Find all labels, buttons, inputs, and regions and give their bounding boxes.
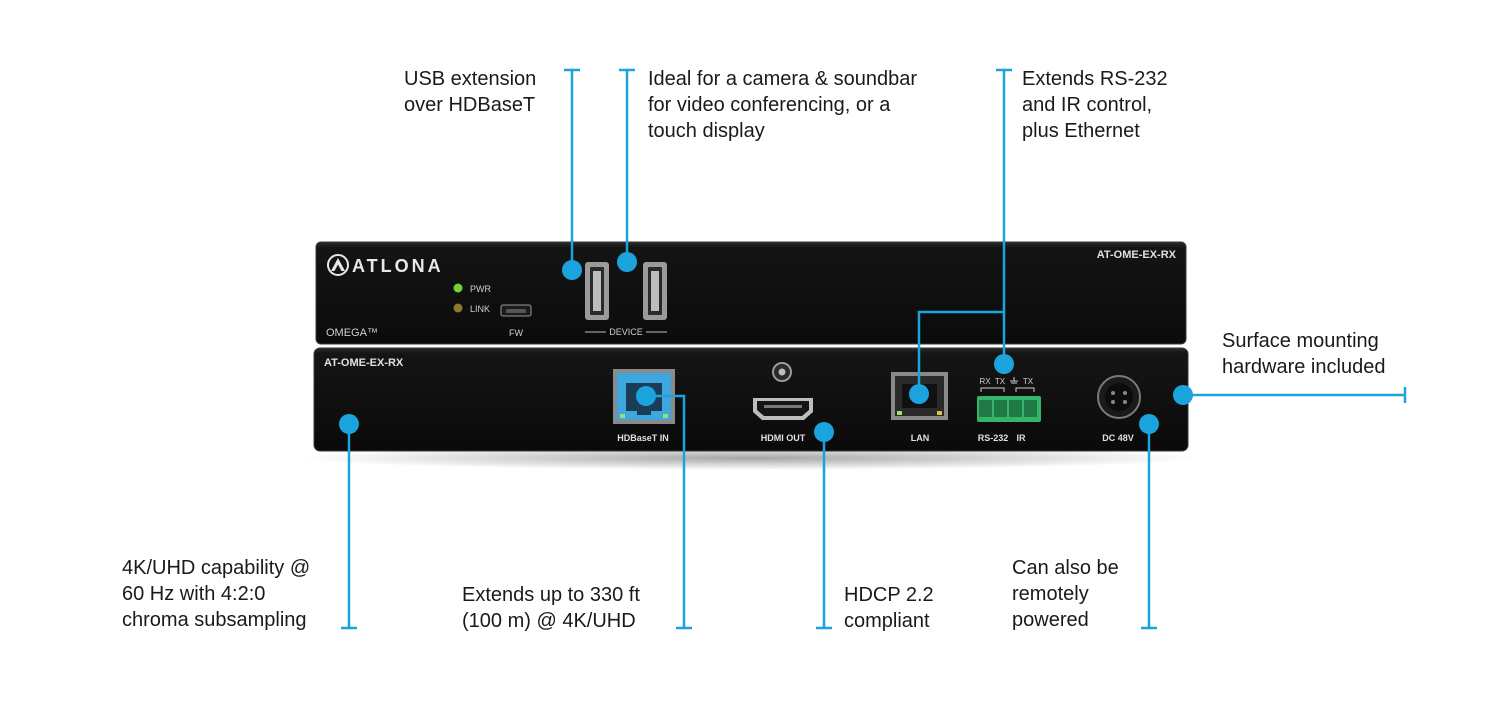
atlona-logo-icon xyxy=(327,254,349,276)
callout-hdcp-line-1: HDCP 2.2 xyxy=(844,584,934,606)
callout-extends-line-2: (100 m) @ 4K/UHD xyxy=(462,610,636,632)
dc-label: DC 48V xyxy=(1102,433,1134,443)
bottom-unit: AT-OME-EX-RX HDBaseT IN HDMI OUT xyxy=(313,347,1189,452)
fw-label: FW xyxy=(509,328,523,338)
omega-label: OMEGA™ xyxy=(326,327,378,339)
callout-uhd-line-1: 4K/UHD capability @ xyxy=(122,557,311,579)
callout-rs232-line-1: Extends RS-232 xyxy=(1022,68,1168,90)
surface-dot xyxy=(1173,385,1193,405)
callout-remotely-powered: Can also be remotely powered xyxy=(1012,555,1119,633)
ir-label: IR xyxy=(1017,433,1027,443)
device-label: DEVICE xyxy=(609,327,643,337)
usb-port-2-icon xyxy=(643,262,667,320)
callout-hdcp-line-2: compliant xyxy=(844,610,930,632)
bottom-model-label: AT-OME-EX-RX xyxy=(324,357,404,369)
callout-uhd-line-3: chroma subsampling xyxy=(122,609,307,631)
device-shadow xyxy=(300,446,1200,470)
callout-powered-line-1: Can also be xyxy=(1012,557,1119,579)
callout-ideal-line-2: for video conferencing, or a xyxy=(648,94,891,116)
hdmi-port-icon xyxy=(753,398,813,420)
dc-power-port-icon xyxy=(1097,375,1141,419)
callout-powered-line-2: remotely xyxy=(1012,583,1089,605)
lan-leader-branch xyxy=(917,310,1004,392)
callout-usb-extension: USB extension over HDBaseT xyxy=(404,66,536,118)
callout-surface-mounting: Surface mounting hardware included xyxy=(1222,328,1385,380)
callout-rs232-line-3: plus Ethernet xyxy=(1022,120,1140,142)
extends-leader-line xyxy=(646,394,686,628)
callout-hdcp: HDCP 2.2 compliant xyxy=(844,582,934,634)
callout-rs232-line-2: and IR control, xyxy=(1022,94,1153,116)
rx-label: RX xyxy=(979,377,991,386)
leader-lines xyxy=(341,68,1407,630)
top-model-label: AT-OME-EX-RX xyxy=(1097,249,1177,261)
uhd-dot xyxy=(339,414,359,434)
callout-ideal-camera: Ideal for a camera & soundbar for video … xyxy=(648,66,917,144)
callout-dots xyxy=(339,252,1193,442)
tx-label: TX xyxy=(995,377,1006,386)
link-label: LINK xyxy=(470,304,490,314)
callout-surface-line-2: hardware included xyxy=(1222,356,1386,378)
callout-ideal-line-3: touch display xyxy=(648,120,765,142)
top-unit: ATLONA AT-OME-EX-RX PWR LINK FW OMEGA™ D… xyxy=(315,241,1187,345)
powered-dot xyxy=(1139,414,1159,434)
tx2-label: TX xyxy=(1023,377,1034,386)
ground-symbol-icon xyxy=(1010,377,1018,384)
callout-surface-line-1: Surface mounting xyxy=(1222,330,1379,352)
brand-logo-text: ATLONA xyxy=(352,256,444,276)
ideal-dot xyxy=(617,252,637,272)
callout-uhd-line-2: 60 Hz with 4:2:0 xyxy=(122,583,266,605)
callout-powered-line-3: powered xyxy=(1012,609,1089,631)
usb-dot xyxy=(562,260,582,280)
hdmi-label: HDMI OUT xyxy=(761,433,806,443)
callout-extends-330ft: Extends up to 330 ft (100 m) @ 4K/UHD xyxy=(462,582,640,634)
pwr-label: PWR xyxy=(470,284,491,294)
hdcp-dot xyxy=(814,422,834,442)
callout-rs232: Extends RS-232 and IR control, plus Ethe… xyxy=(1022,66,1168,144)
usb-port-1-icon xyxy=(585,262,609,320)
lan-label: LAN xyxy=(911,433,930,443)
callout-extends-line-1: Extends up to 330 ft xyxy=(462,584,640,606)
ground-screw-icon xyxy=(772,362,792,382)
callout-4k-uhd: 4K/UHD capability @ 60 Hz with 4:2:0 chr… xyxy=(122,555,310,633)
rs232-label: RS-232 xyxy=(978,433,1009,443)
pwr-led-icon xyxy=(453,283,463,293)
rs232-dot xyxy=(994,354,1014,374)
lan-dot xyxy=(909,384,929,404)
callout-ideal-line-1: Ideal for a camera & soundbar xyxy=(648,68,918,90)
hdbaset-dot xyxy=(636,386,656,406)
callout-usb-line-1: USB extension xyxy=(404,68,537,90)
rs232-terminal-icon xyxy=(977,396,1041,422)
callout-usb-line-2: over HDBaseT xyxy=(404,94,536,116)
link-led-icon xyxy=(453,303,463,313)
hdbaset-label: HDBaseT IN xyxy=(617,433,669,443)
